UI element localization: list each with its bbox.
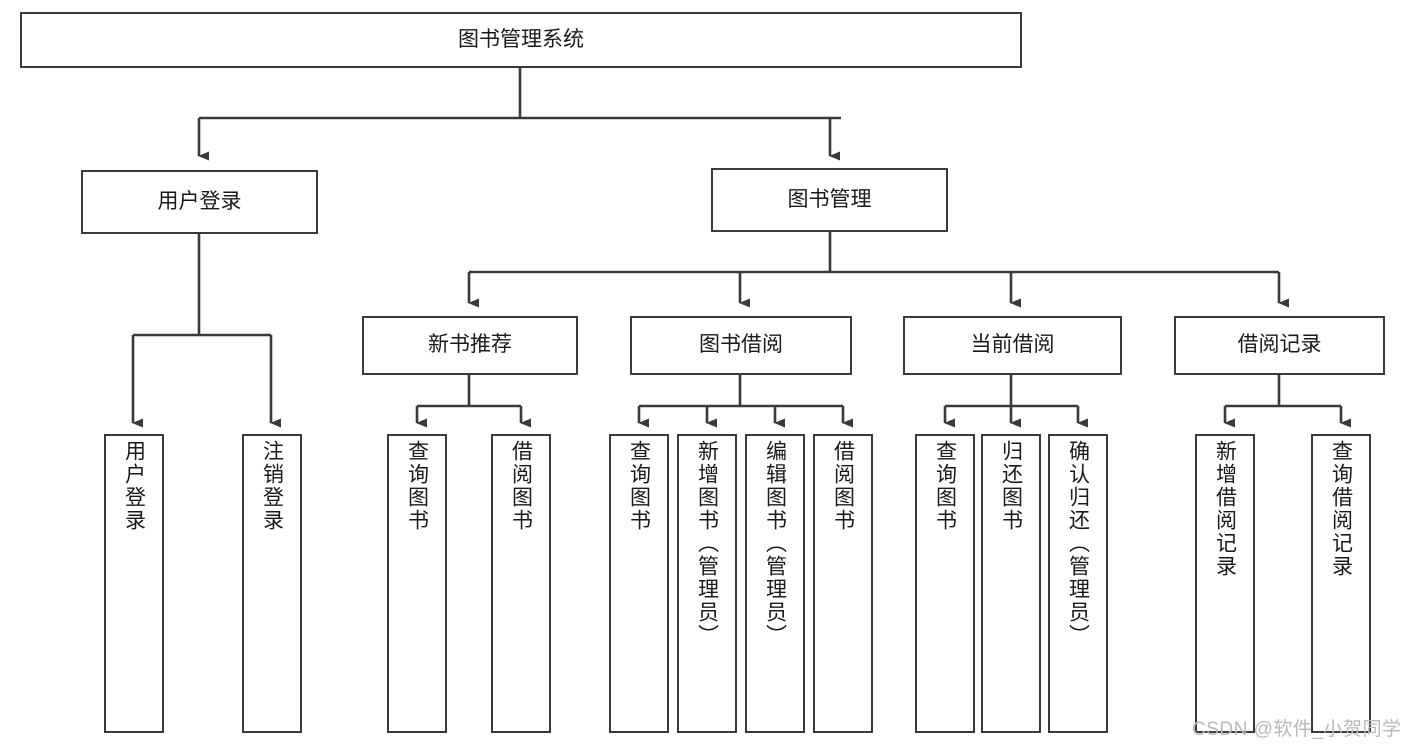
node-leaf-query-book-3-label: 查询图书 — [933, 440, 957, 532]
node-leaf-query-record[interactable]: 查询借阅记录 — [1311, 434, 1371, 733]
node-leaf-query-record-label: 查询借阅记录 — [1329, 440, 1353, 578]
node-borrow-record[interactable]: 借阅记录 — [1174, 316, 1385, 375]
node-leaf-query-book-1[interactable]: 查询图书 — [387, 434, 447, 733]
node-leaf-logout-login[interactable]: 注销登录 — [242, 434, 302, 733]
node-borrow-record-label: 借阅记录 — [1237, 333, 1322, 357]
node-leaf-borrow-book-1[interactable]: 借阅图书 — [491, 434, 551, 733]
node-root-system[interactable]: 图书管理系统 — [20, 12, 1022, 68]
node-leaf-user-login[interactable]: 用户登录 — [104, 434, 164, 733]
node-leaf-query-book-2[interactable]: 查询图书 — [609, 434, 669, 733]
node-new-book-recommend[interactable]: 新书推荐 — [362, 316, 578, 375]
node-leaf-user-login-label: 用户登录 — [122, 440, 146, 532]
node-book-borrow[interactable]: 图书借阅 — [630, 316, 852, 375]
node-leaf-edit-book[interactable]: 编辑图书（管理员） — [745, 434, 805, 733]
node-leaf-return-book-label: 归还图书 — [999, 440, 1023, 532]
node-current-borrow-label: 当前借阅 — [970, 333, 1055, 357]
node-leaf-add-record[interactable]: 新增借阅记录 — [1195, 434, 1255, 733]
node-leaf-add-book[interactable]: 新增图书（管理员） — [677, 434, 737, 733]
node-leaf-borrow-book-2-label: 借阅图书 — [831, 440, 855, 532]
node-leaf-add-book-label: 新增图书（管理员） — [695, 440, 719, 647]
node-user-login[interactable]: 用户登录 — [81, 170, 318, 234]
node-leaf-query-book-1-label: 查询图书 — [405, 440, 429, 532]
node-leaf-add-record-label: 新增借阅记录 — [1213, 440, 1237, 578]
watermark-text: CSDN @软件_小贺同学 — [1192, 719, 1402, 740]
node-user-login-label: 用户登录 — [157, 189, 242, 213]
node-current-borrow[interactable]: 当前借阅 — [903, 316, 1122, 375]
node-leaf-query-book-2-label: 查询图书 — [627, 440, 651, 532]
node-leaf-confirm-return-label: 确认归还（管理员） — [1066, 440, 1090, 647]
node-book-management[interactable]: 图书管理 — [711, 168, 948, 232]
node-leaf-borrow-book-2[interactable]: 借阅图书 — [813, 434, 873, 733]
node-leaf-edit-book-label: 编辑图书（管理员） — [763, 440, 787, 647]
node-root-system-label: 图书管理系统 — [458, 27, 584, 51]
node-leaf-return-book[interactable]: 归还图书 — [981, 434, 1041, 733]
node-leaf-borrow-book-1-label: 借阅图书 — [509, 440, 533, 532]
node-leaf-query-book-3[interactable]: 查询图书 — [915, 434, 975, 733]
node-book-management-label: 图书管理 — [787, 187, 872, 211]
node-leaf-logout-login-label: 注销登录 — [260, 440, 284, 532]
node-book-borrow-label: 图书借阅 — [699, 333, 783, 357]
node-new-book-recommend-label: 新书推荐 — [428, 333, 512, 357]
node-leaf-confirm-return[interactable]: 确认归还（管理员） — [1048, 434, 1108, 733]
